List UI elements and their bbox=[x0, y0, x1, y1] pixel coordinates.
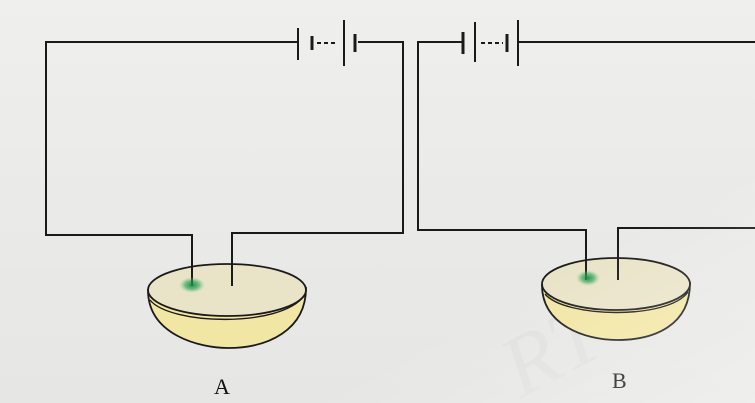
electrolysis-figure: RT bbox=[0, 0, 755, 403]
photo-sheen bbox=[0, 0, 755, 403]
diagram-canvas: RT bbox=[0, 0, 755, 403]
